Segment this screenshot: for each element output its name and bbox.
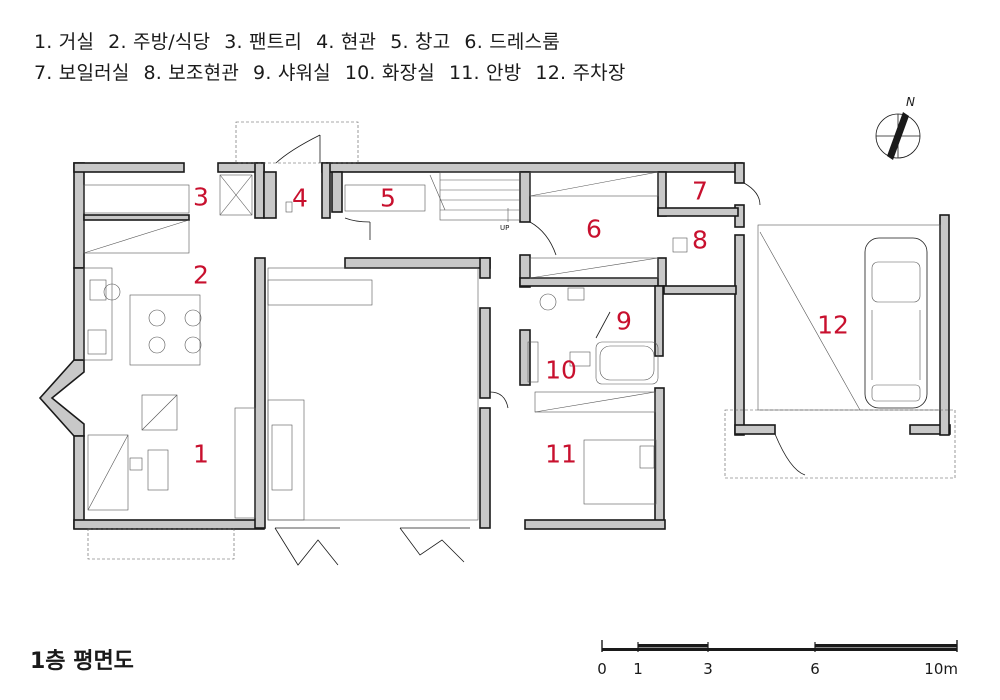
legend-line-2: 7. 보일러실 8. 보조현관 9. 샤워실 10. 화장실 11. 안방 12. 주차장	[34, 58, 640, 85]
room-label-12: 12	[817, 310, 849, 340]
legend-item: 4. 현관	[316, 31, 376, 53]
legend-room-name: 안방	[486, 62, 522, 84]
interior-lines	[83, 121, 956, 566]
legend-room-name: 현관	[340, 31, 377, 53]
legend-number: 11.	[448, 62, 487, 84]
room-label-10: 10	[545, 355, 577, 385]
exterior-walls	[38, 162, 951, 530]
stair-up-label: UP	[500, 224, 509, 232]
room-label-1: 1	[193, 439, 209, 469]
room-label-6: 6	[586, 214, 602, 244]
scale-bar	[601, 640, 958, 652]
scale-tick-3: 3	[703, 660, 713, 678]
room-label-7: 7	[692, 176, 708, 206]
legend-item: 8. 보조현관	[144, 62, 240, 84]
legend-room-name: 보조현관	[168, 62, 240, 84]
room-label-3: 3	[193, 182, 209, 212]
scale-tick-0: 0	[597, 660, 607, 678]
legend-item: 1. 거실	[34, 31, 94, 53]
room-label-11: 11	[545, 439, 577, 469]
legend-number: 1.	[34, 31, 59, 53]
legend-item: 9. 샤워실	[253, 62, 331, 84]
room-label-8: 8	[692, 225, 708, 255]
legend-number: 3.	[224, 31, 250, 53]
room-label-4: 4	[292, 183, 308, 213]
legend-number: 9.	[253, 62, 278, 84]
legend-number: 5.	[390, 31, 416, 53]
legend-room-name: 거실	[58, 31, 95, 53]
north-arrow: N	[875, 95, 921, 160]
legend-number: 6.	[464, 31, 490, 53]
legend-item: 6. 드레스룸	[464, 31, 560, 53]
legend-number: 8.	[143, 62, 169, 84]
legend-item: 12. 주차장	[535, 62, 625, 84]
legend-line-1: 1. 거실 2. 주방/식당 3. 팬트리 4. 현관 5. 창고 6. 드레스룸	[34, 27, 574, 54]
legend-room-name: 팬트리	[249, 31, 303, 53]
legend-room-name: 창고	[415, 31, 451, 53]
legend-number: 10.	[344, 62, 382, 84]
legend-number: 7.	[34, 62, 59, 84]
room-label-5: 5	[380, 183, 396, 213]
room-label-2: 2	[193, 260, 209, 290]
legend-item: 10. 화장실	[345, 62, 435, 84]
legend-room-name: 주방/식당	[132, 31, 211, 53]
legend-room-name: 드레스룸	[489, 31, 560, 53]
room-label-9: 9	[616, 306, 632, 336]
legend-item: 11. 안방	[449, 62, 521, 84]
legend-number: 4.	[316, 31, 341, 53]
legend-item: 3. 팬트리	[224, 31, 302, 53]
plan-title: 1층 평면도	[30, 649, 134, 674]
scale-tick-6: 6	[810, 660, 820, 678]
legend-room-name: 샤워실	[277, 62, 331, 84]
legend-number: 12.	[535, 62, 573, 84]
legend-item: 7. 보일러실	[34, 62, 130, 84]
north-label: N	[906, 95, 915, 109]
legend-room-name: 보일러실	[58, 62, 130, 84]
scale-tick-10m: 10m	[924, 660, 958, 678]
scale-tick-1: 1	[633, 660, 643, 678]
legend-number: 2.	[108, 31, 133, 53]
legend-item: 2. 주방/식당	[108, 31, 210, 53]
legend-room-name: 주차장	[572, 62, 626, 84]
legend-room-name: 화장실	[381, 62, 435, 84]
legend-item: 5. 창고	[390, 31, 450, 53]
